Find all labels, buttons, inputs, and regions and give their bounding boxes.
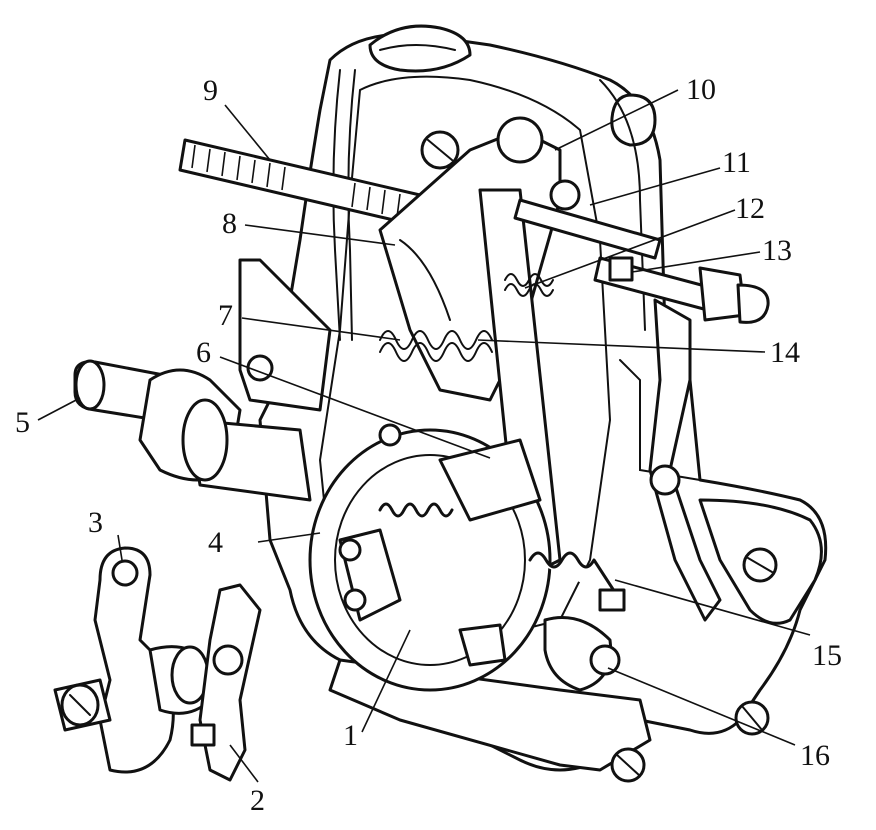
leader-11	[589, 167, 721, 206]
leader-6	[219, 356, 491, 459]
leader-7	[241, 317, 401, 341]
starting-spring	[504, 273, 554, 297]
callout-10: 10	[686, 73, 716, 106]
leader-lines	[37, 89, 811, 783]
leader-5	[37, 397, 81, 421]
callout-4: 4	[208, 526, 223, 559]
leader-2	[229, 744, 259, 783]
callout-2: 2	[250, 784, 265, 817]
floating-lever	[378, 116, 581, 582]
callout-11: 11	[722, 146, 751, 179]
right-control-link	[648, 298, 722, 622]
flyweight-assembly	[308, 423, 626, 692]
callout-1: 1	[343, 719, 358, 752]
callout-5: 5	[15, 406, 30, 439]
speed-control-lever	[53, 546, 212, 774]
callout-6: 6	[196, 336, 211, 369]
leader-15	[614, 579, 811, 636]
leader-14	[477, 339, 766, 353]
leader-9	[224, 104, 271, 161]
callout-15: 15	[812, 639, 842, 672]
callout-labels: 1 2 3 4 5 6 7 8 9 10 11 12 13 14 15 16	[15, 73, 842, 817]
leader-12	[524, 209, 736, 289]
lever-shaft	[513, 198, 662, 260]
callout-3: 3	[88, 506, 103, 539]
leader-10	[554, 89, 679, 151]
callout-16: 16	[800, 739, 830, 772]
callout-7: 7	[218, 299, 233, 332]
callout-9: 9	[203, 74, 218, 107]
governor-spring	[379, 330, 493, 362]
callout-13: 13	[762, 234, 792, 267]
leader-13	[631, 251, 761, 273]
callout-8: 8	[222, 207, 237, 240]
leader-3	[117, 534, 123, 561]
drive-shaft	[73, 258, 332, 502]
callout-14: 14	[770, 336, 800, 369]
leader-4	[257, 532, 321, 543]
leader-1	[361, 629, 411, 733]
bracket	[190, 583, 262, 782]
leader-8	[244, 224, 396, 246]
full-load-stop-screw	[593, 256, 770, 324]
leader-16	[607, 667, 796, 746]
callout-12: 12	[735, 192, 765, 225]
